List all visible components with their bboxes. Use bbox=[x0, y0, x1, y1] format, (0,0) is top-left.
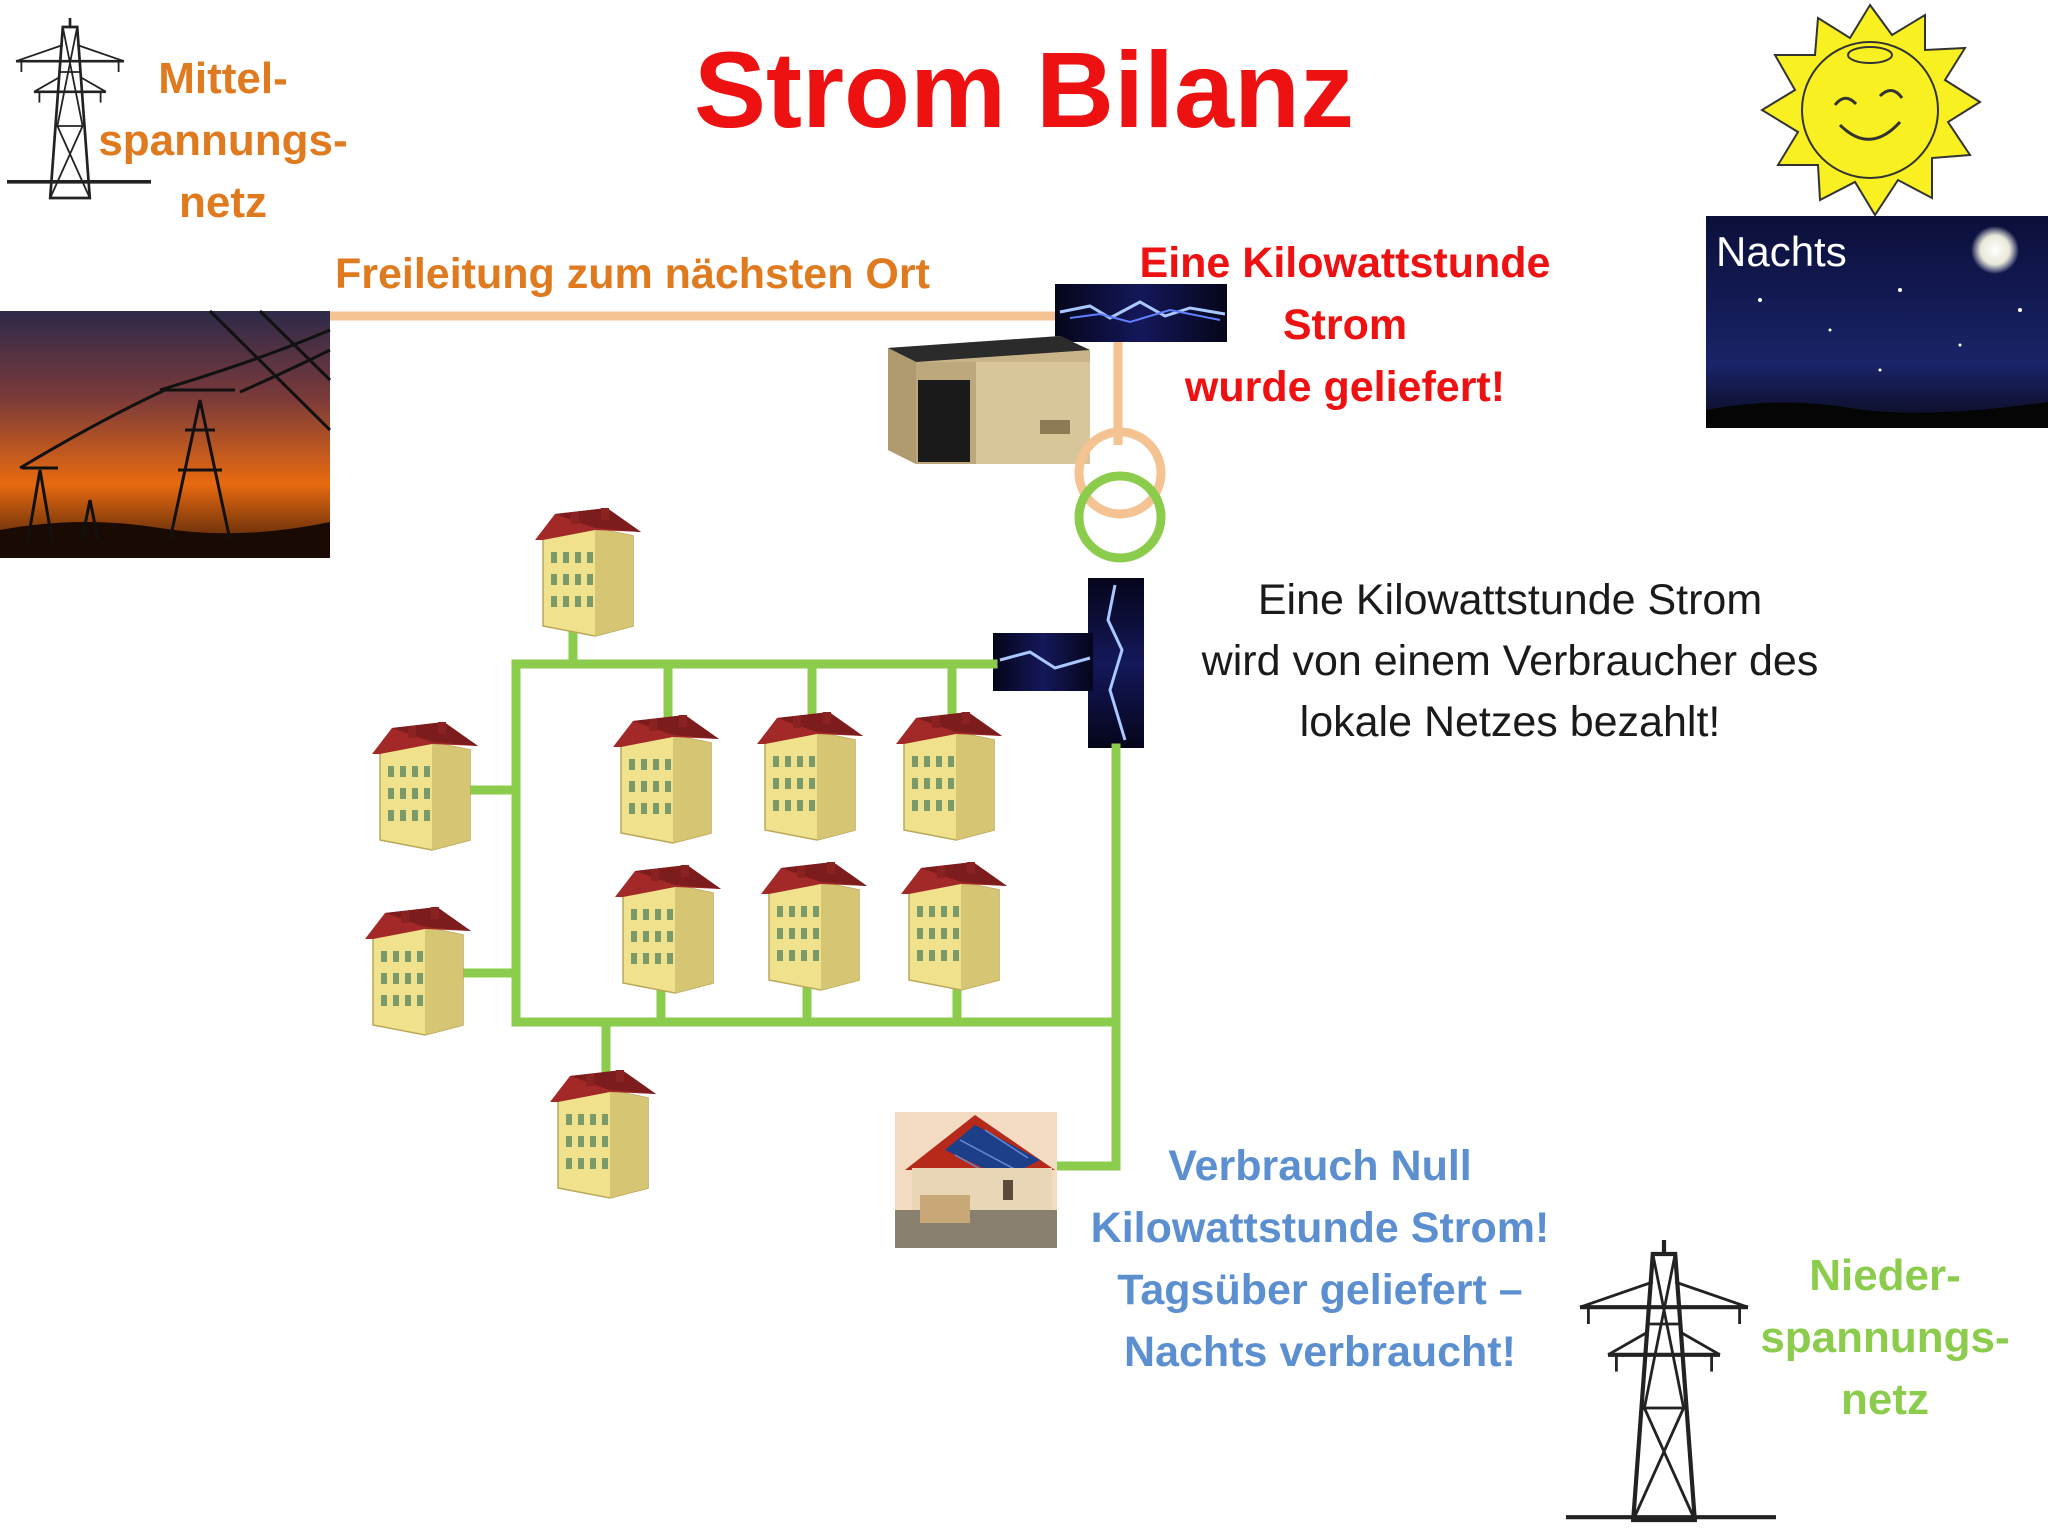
paid-line1: Eine Kilowattstunde Strom bbox=[1257, 576, 1763, 624]
medium-voltage-line2: spannungs- bbox=[98, 116, 348, 165]
night-label: Nachts bbox=[1716, 228, 1847, 275]
consumption-line1: Verbrauch Null bbox=[1168, 1142, 1472, 1190]
low-voltage-line3: netz bbox=[1841, 1375, 1929, 1424]
pylon-icon bbox=[6, 16, 152, 200]
low-voltage-line1: Nieder- bbox=[1809, 1251, 1961, 1300]
low-voltage-grid bbox=[457, 615, 1121, 1171]
medium-voltage-label: Mittel- spannungs- netz bbox=[88, 48, 358, 234]
delivered-line1: Eine Kilowattstunde bbox=[1139, 239, 1551, 287]
substation-icon bbox=[888, 336, 1090, 464]
lightning-icon bbox=[993, 578, 1144, 748]
apartment-house-icon bbox=[895, 711, 1003, 841]
medium-voltage-line1: Mittel- bbox=[158, 54, 288, 103]
apartment-house-icon bbox=[364, 906, 472, 1036]
apartment-house-icon bbox=[756, 711, 864, 841]
paid-label: Eine Kilowattstunde Strom wird von einem… bbox=[1150, 570, 1870, 753]
sunset-pylon-image bbox=[0, 309, 332, 558]
overhead-line-label: Freileitung zum nächsten Ort bbox=[335, 250, 930, 298]
consumption-label: Verbrauch Null Kilowattstunde Strom! Tag… bbox=[1060, 1135, 1580, 1383]
delivered-line2: Strom bbox=[1282, 301, 1408, 349]
low-voltage-label: Nieder- spannungs- netz bbox=[1740, 1245, 2030, 1431]
low-voltage-line2: spannungs- bbox=[1760, 1313, 2010, 1362]
transformer-icon bbox=[1074, 427, 1166, 563]
lightning-icon bbox=[1055, 284, 1227, 342]
medium-voltage-line3: netz bbox=[179, 178, 267, 227]
pylon-icon bbox=[1566, 1240, 1776, 1520]
delivered-label: Eine Kilowattstunde Strom wurde geliefer… bbox=[1110, 232, 1580, 418]
night-sky-image bbox=[1706, 216, 2048, 428]
apartment-house-icon bbox=[612, 714, 720, 844]
paid-line2: wird von einem Verbraucher des bbox=[1201, 637, 1819, 685]
consumption-line2: Kilowattstunde Strom! bbox=[1090, 1204, 1550, 1252]
paid-line3: lokale Netzes bezahlt! bbox=[1299, 698, 1721, 746]
apartment-house-icon bbox=[614, 864, 722, 994]
consumption-line4: Nachts verbraucht! bbox=[1124, 1328, 1516, 1376]
apartment-house-icon bbox=[371, 721, 479, 851]
page-title: Strom Bilanz bbox=[693, 29, 1355, 150]
solar-house-icon bbox=[895, 1112, 1057, 1248]
delivered-line3: wurde geliefert! bbox=[1184, 363, 1506, 411]
apartment-house-icon bbox=[760, 861, 868, 991]
consumption-line3: Tagsüber geliefert – bbox=[1117, 1266, 1523, 1314]
moon-icon bbox=[1971, 226, 2019, 274]
apartment-house-icon bbox=[534, 507, 642, 637]
sun-icon bbox=[1760, 3, 1982, 217]
apartment-house-icon bbox=[549, 1069, 657, 1199]
apartment-house-icon bbox=[900, 861, 1008, 991]
